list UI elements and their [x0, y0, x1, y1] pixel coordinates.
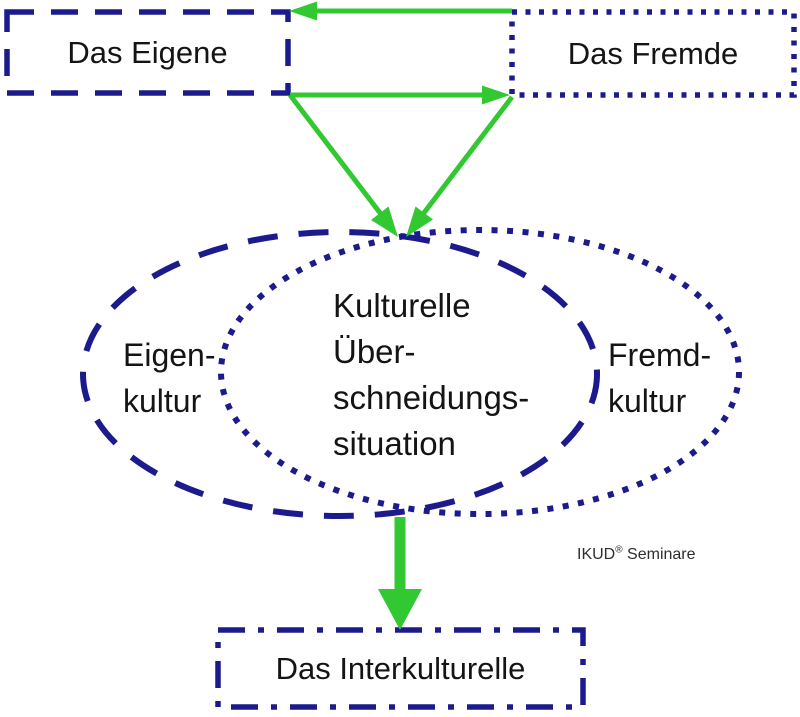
fremdkultur-label-line1: Fremd- [608, 337, 712, 373]
das-interkulturelle-box-border [215, 627, 586, 710]
eigenkultur-label-line2: kultur [123, 383, 202, 419]
eigenkultur-label: Eigen- kultur [123, 332, 216, 424]
das-eigene-box-border [4, 9, 291, 96]
overlap-label-line2: Über- [333, 333, 416, 370]
overlap-label-line1: Kulturelle [333, 287, 471, 324]
arrow-eigene-to-fremde-head-icon [482, 85, 510, 105]
das-interkulturelle-label: Das Interkulturelle [275, 650, 526, 686]
credit-text: IKUD® Seminare [577, 545, 696, 565]
das-eigene-label: Das Eigene [67, 34, 228, 70]
arrow-fremde-to-overlap-head-icon [406, 206, 433, 237]
arrow-fremde-to-eigene-head-icon [289, 1, 317, 21]
fremdkultur-label-line2: kultur [608, 383, 687, 419]
overlap-label-line4: situation [333, 425, 456, 462]
eigenkultur-label-line1: Eigen- [123, 337, 216, 373]
registered-trademark-icon: ® [615, 544, 623, 556]
eigenkultur-ellipse [80, 229, 600, 519]
fremdkultur-ellipse [218, 227, 742, 517]
das-fremde-box-border [509, 9, 797, 98]
arrow-eigene-to-overlap-head-icon [371, 206, 398, 237]
overlap-label: Kulturelle Über- schneidungs- situation [333, 283, 529, 467]
das-fremde-label: Das Fremde [567, 35, 739, 71]
credit-brand: IKUD [577, 546, 616, 563]
arrow-fremde-to-overlap-line [415, 95, 514, 224]
arrow-eigene-to-overlap-line [288, 93, 389, 224]
arrow-overlap-to-interkulturelle-head-icon [378, 589, 422, 630]
credit-suffix: Seminare [622, 546, 696, 563]
fremdkultur-label: Fremd- kultur [608, 332, 711, 424]
overlap-label-line3: schneidungs- [333, 379, 530, 416]
